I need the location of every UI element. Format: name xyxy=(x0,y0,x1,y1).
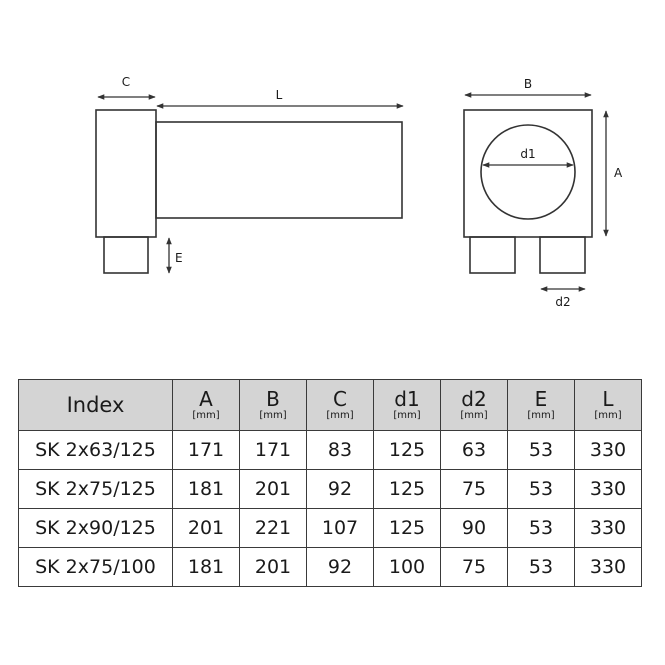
dimension-c: C xyxy=(97,75,156,100)
row-index: SK 2x75/125 xyxy=(18,469,173,509)
cell-a: 171 xyxy=(172,430,240,470)
cell-b: 201 xyxy=(239,547,307,587)
side-view-end-cap xyxy=(95,109,157,238)
row-index: SK 2x90/125 xyxy=(18,508,173,548)
cell-a: 181 xyxy=(172,547,240,587)
header-b-unit: [mm] xyxy=(259,409,287,421)
dimension-d2-label: d2 xyxy=(555,295,570,309)
cell-e: 53 xyxy=(507,547,575,587)
cell-l: 330 xyxy=(574,430,642,470)
front-view-outlet-left xyxy=(469,236,516,274)
front-view xyxy=(463,109,593,274)
cell-d2: 75 xyxy=(440,469,508,509)
cell-l: 330 xyxy=(574,469,642,509)
cell-l: 330 xyxy=(574,547,642,587)
cell-d2: 90 xyxy=(440,508,508,548)
dimension-d2: d2 xyxy=(540,286,586,309)
table-header-row: Index A[mm] B[mm] C[mm] d1[mm] d2[mm] E[… xyxy=(18,379,642,431)
cell-a: 181 xyxy=(172,469,240,509)
cell-b: 171 xyxy=(239,430,307,470)
cell-c: 92 xyxy=(306,469,374,509)
header-d1-label: d1 xyxy=(394,386,420,411)
header-d2-label: d2 xyxy=(461,386,487,411)
cell-e: 53 xyxy=(507,430,575,470)
cell-l: 330 xyxy=(574,508,642,548)
cell-d1: 125 xyxy=(373,430,441,470)
header-d2-unit: [mm] xyxy=(460,409,488,421)
dimension-b-label: B xyxy=(524,77,532,91)
header-l: L[mm] xyxy=(574,379,642,431)
cell-a: 201 xyxy=(172,508,240,548)
header-d1-unit: [mm] xyxy=(393,409,421,421)
table-row: SK 2x75/100 181 201 92 100 75 53 330 xyxy=(18,547,642,587)
side-view-duct-body xyxy=(155,121,403,219)
header-a: A[mm] xyxy=(172,379,240,431)
row-index: SK 2x75/100 xyxy=(18,547,173,587)
header-l-unit: [mm] xyxy=(594,409,622,421)
front-view-body xyxy=(463,109,593,238)
header-index: Index xyxy=(18,379,173,431)
front-view-opening-d1 xyxy=(480,124,576,220)
dimension-c-label: C xyxy=(122,75,130,89)
header-a-label: A xyxy=(199,386,213,411)
table-row: SK 2x63/125 171 171 83 125 63 53 330 xyxy=(18,430,642,470)
header-c-label: C xyxy=(333,386,347,411)
dimension-b: B xyxy=(464,77,592,98)
row-index: SK 2x63/125 xyxy=(18,430,173,470)
cell-d1: 100 xyxy=(373,547,441,587)
dimension-e: E xyxy=(166,237,183,274)
cell-b: 221 xyxy=(239,508,307,548)
cell-d2: 63 xyxy=(440,430,508,470)
cell-c: 83 xyxy=(306,430,374,470)
side-view xyxy=(95,109,403,274)
side-view-outlet-spigot xyxy=(103,236,149,274)
dimension-d1: d1 xyxy=(482,147,574,168)
header-d1: d1[mm] xyxy=(373,379,441,431)
cell-b: 201 xyxy=(239,469,307,509)
header-e-unit: [mm] xyxy=(527,409,555,421)
cell-d2: 75 xyxy=(440,547,508,587)
header-l-label: L xyxy=(602,386,614,411)
header-e-label: E xyxy=(534,386,548,411)
cell-d1: 125 xyxy=(373,469,441,509)
header-b: B[mm] xyxy=(239,379,307,431)
header-d2: d2[mm] xyxy=(440,379,508,431)
cell-e: 53 xyxy=(507,508,575,548)
table-row: SK 2x90/125 201 221 107 125 90 53 330 xyxy=(18,508,642,548)
cell-e: 53 xyxy=(507,469,575,509)
technical-drawing: C L E B A d1 d2 xyxy=(95,75,623,309)
header-a-unit: [mm] xyxy=(192,409,220,421)
header-c: C[mm] xyxy=(306,379,374,431)
cell-d1: 125 xyxy=(373,508,441,548)
dimension-a: A xyxy=(603,110,623,237)
cell-c: 107 xyxy=(306,508,374,548)
table-row: SK 2x75/125 181 201 92 125 75 53 330 xyxy=(18,469,642,509)
dimension-d1-label: d1 xyxy=(520,147,535,161)
header-c-unit: [mm] xyxy=(326,409,354,421)
dimension-a-label: A xyxy=(614,166,623,180)
front-view-outlet-right xyxy=(539,236,586,274)
dimension-e-label: E xyxy=(175,251,183,265)
dimension-l: L xyxy=(156,88,404,109)
cell-c: 92 xyxy=(306,547,374,587)
header-b-label: B xyxy=(266,386,280,411)
header-e: E[mm] xyxy=(507,379,575,431)
dimensions-table: Index A[mm] B[mm] C[mm] d1[mm] d2[mm] E[… xyxy=(18,379,642,587)
dimension-l-label: L xyxy=(276,88,283,102)
